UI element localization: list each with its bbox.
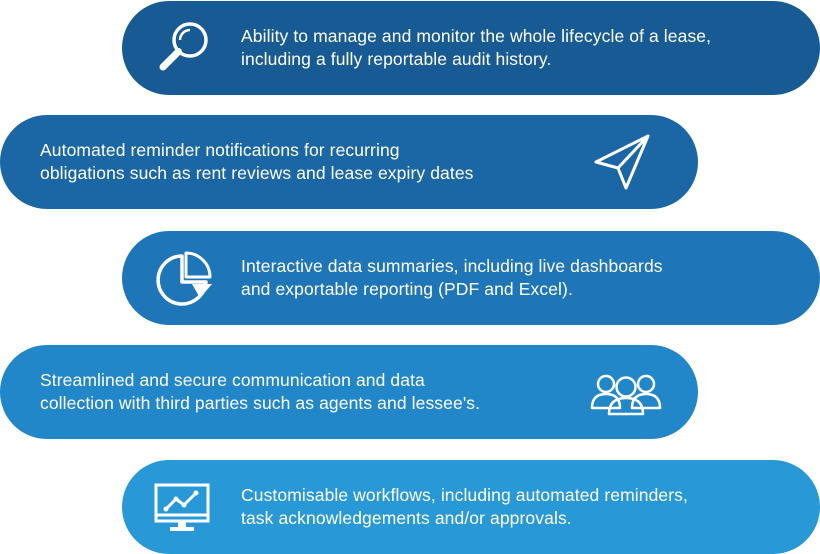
feature-pill-data-summaries: Interactive data summaries, including li… [122, 231, 820, 325]
feature-text-line: and exportable reporting (PDF and Excel)… [241, 279, 573, 299]
people-group-icon [588, 362, 664, 422]
paper-plane-icon [588, 132, 658, 192]
feature-text: Interactive data summaries, including li… [241, 255, 663, 301]
feature-text-line: obligations such as rent reviews and lea… [40, 163, 474, 183]
feature-text: Automated reminder notifications for rec… [40, 139, 474, 185]
feature-text: Streamlined and secure communication and… [40, 369, 480, 415]
feature-pill-reminders: Automated reminder notifications for rec… [0, 115, 698, 209]
feature-pill-communication: Streamlined and secure communication and… [0, 345, 698, 439]
feature-text-line: Streamlined and secure communication and… [40, 370, 425, 390]
monitor-chart-icon [152, 477, 216, 537]
feature-text-line: Interactive data summaries, including li… [241, 256, 663, 276]
magnifier-icon [152, 18, 216, 78]
pie-chart-icon [152, 248, 216, 308]
feature-text-line: Automated reminder notifications for rec… [40, 140, 400, 160]
feature-pill-workflows: Customisable workflows, including automa… [122, 460, 820, 554]
feature-text-line: Customisable workflows, including automa… [241, 485, 688, 505]
feature-text-line: task acknowledgements and/or approvals. [241, 508, 572, 528]
feature-text-line: including a fully reportable audit histo… [241, 49, 552, 69]
feature-text-line: Ability to manage and monitor the whole … [241, 26, 712, 46]
feature-text: Ability to manage and monitor the whole … [241, 25, 711, 71]
feature-pill-lifecycle: Ability to manage and monitor the whole … [122, 1, 820, 95]
feature-text-line: collection with third parties such as ag… [40, 393, 481, 413]
feature-text: Customisable workflows, including automa… [241, 484, 688, 530]
